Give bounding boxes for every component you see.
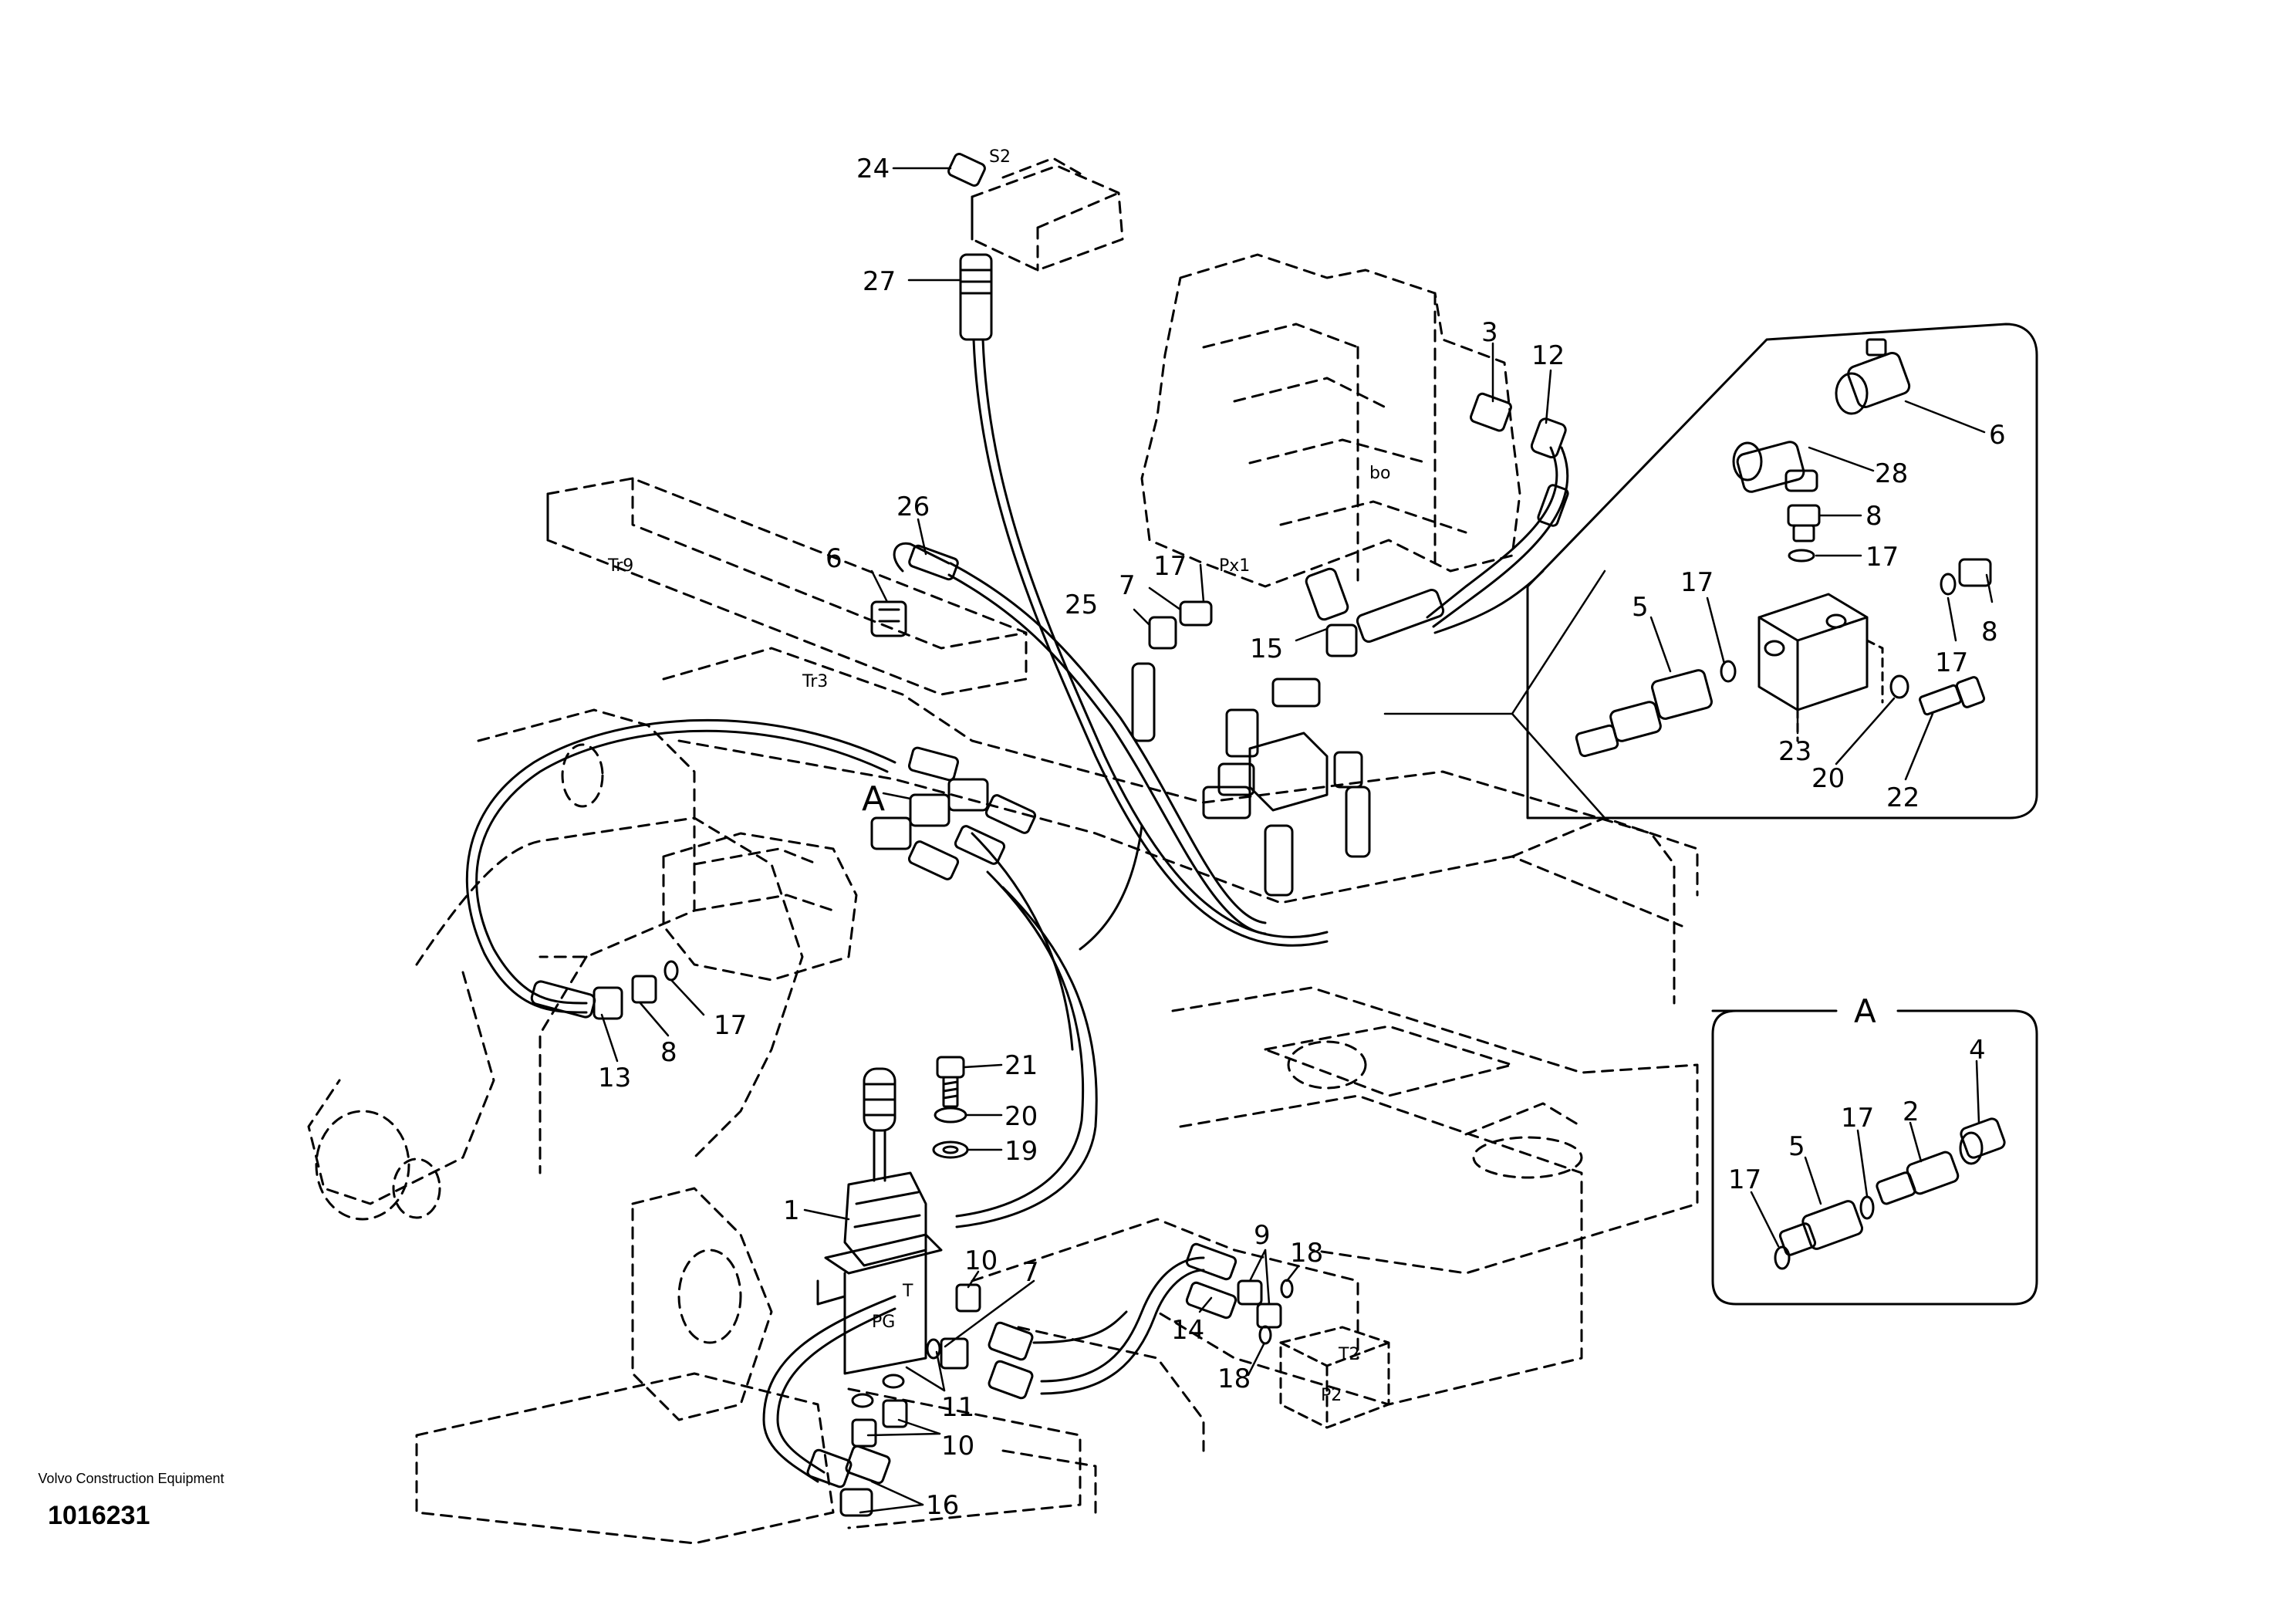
detail-a-title: A	[1854, 992, 1876, 1030]
company-name: Volvo Construction Equipment	[38, 1471, 225, 1486]
callout-14: 14	[1171, 1315, 1204, 1346]
detail-callout-5: 5	[1632, 592, 1649, 623]
port-p2: P2	[1321, 1386, 1342, 1405]
callout-20: 20	[1004, 1101, 1038, 1132]
detail-callout-8-b: 8	[1981, 617, 1998, 647]
detail-callout-8-a: 8	[1866, 501, 1882, 532]
detail-inset-main	[1526, 323, 2038, 819]
detail-a-callout-17-b: 17	[1728, 1164, 1761, 1195]
fittings	[530, 153, 1569, 1517]
port-pg: PG	[872, 1313, 895, 1332]
callout-16: 16	[926, 1490, 959, 1521]
detail-callout-28: 28	[1875, 458, 1908, 489]
callout-24: 24	[856, 154, 890, 184]
callout-18-b: 18	[1217, 1363, 1251, 1394]
detail-callout-6: 6	[1989, 420, 2006, 451]
t2-p2-block	[1279, 1326, 1390, 1429]
detail-callout-17-c: 17	[1935, 647, 1968, 678]
machine-structure-outline	[307, 157, 1699, 1545]
callout-1: 1	[783, 1195, 800, 1226]
port-t2: T2	[1338, 1345, 1359, 1364]
detail-callout-22: 22	[1886, 782, 1920, 813]
main-callouts: 24 27 3 12 26 6 7 17 25 15 A 13 8 17 21 …	[598, 154, 1565, 1521]
callout-19: 19	[1004, 1136, 1038, 1167]
port-s2: S2	[989, 147, 1011, 167]
callout-6: 6	[826, 543, 842, 574]
footer: Volvo Construction Equipment 1016231	[31, 1470, 231, 1531]
callout-25: 25	[1065, 590, 1098, 620]
detail-a-callouts: A 4 2 17 5 17	[1728, 992, 1986, 1195]
callout-7-b: 7	[1022, 1257, 1039, 1288]
callout-17-top: 17	[1153, 551, 1187, 582]
callout-7: 7	[1119, 570, 1136, 601]
port-tr3: Tr3	[802, 672, 828, 691]
detail-inset-a	[1711, 1009, 2038, 1306]
detail-a-callout-5: 5	[1788, 1131, 1805, 1162]
callout-12: 12	[1531, 340, 1565, 371]
detail-main-callouts: 6 28 8 17 17 5 17 8 23 20 22	[1632, 420, 2006, 813]
port-labels: S2 Tr9 Tr3 Px1 bo PG T T2 P2	[607, 147, 1390, 1405]
port-bo: bo	[1369, 464, 1390, 483]
hose-lines	[465, 338, 1569, 1483]
callout-3: 3	[1481, 317, 1498, 348]
callout-a: A	[862, 779, 885, 819]
callout-9: 9	[1254, 1220, 1271, 1251]
detail-callout-17-b: 17	[1680, 567, 1714, 598]
detail-a-callout-2: 2	[1903, 1097, 1920, 1127]
detail-a-callout-17-a: 17	[1841, 1103, 1874, 1134]
callout-leaders	[600, 167, 1552, 1514]
port-tr9: Tr9	[607, 556, 633, 576]
callout-8: 8	[660, 1037, 677, 1068]
callout-27: 27	[863, 266, 896, 297]
callout-15: 15	[1250, 634, 1283, 664]
callout-10-a: 10	[964, 1245, 998, 1276]
port-px1: Px1	[1219, 556, 1250, 576]
callout-26: 26	[896, 492, 930, 522]
callout-11: 11	[941, 1392, 974, 1423]
detail-callout-20: 20	[1811, 763, 1845, 794]
callout-13: 13	[598, 1063, 631, 1093]
callout-18-a: 18	[1290, 1238, 1323, 1269]
callout-21: 21	[1004, 1050, 1038, 1081]
detail-a-callout-4: 4	[1969, 1035, 1986, 1066]
detail-callout-17-a: 17	[1866, 542, 1899, 573]
detail-callout-23: 23	[1778, 736, 1811, 767]
document-number: 1016231	[48, 1501, 150, 1530]
port-t: T	[902, 1282, 913, 1301]
callout-10-b: 10	[941, 1431, 974, 1461]
callout-17-left: 17	[714, 1010, 747, 1041]
